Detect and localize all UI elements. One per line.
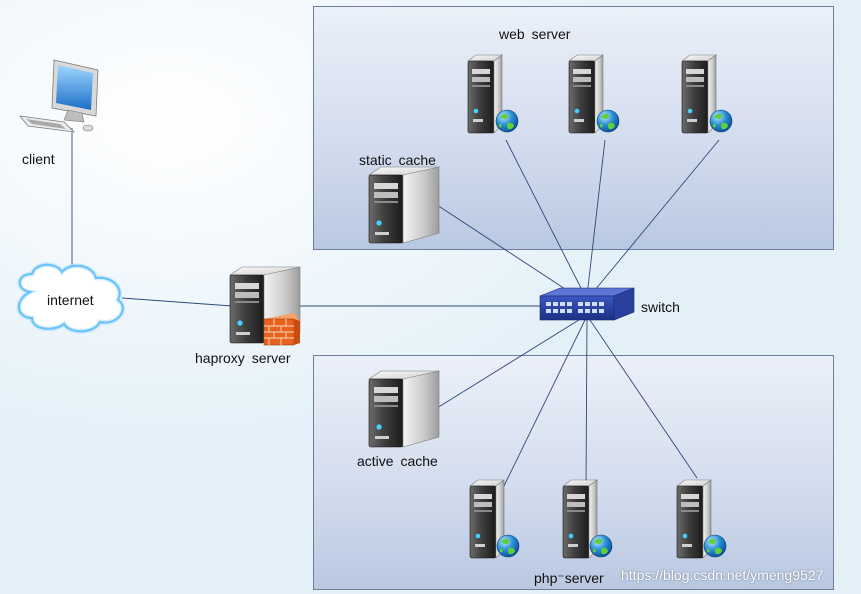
php-server-group-label: php⁻server bbox=[534, 570, 604, 586]
haproxy-server-label: haproxy server bbox=[195, 350, 291, 366]
cloud-icon bbox=[16, 262, 126, 334]
active-cache-server-icon bbox=[368, 370, 440, 448]
switch-label: switch bbox=[641, 299, 680, 315]
php-server-icon bbox=[469, 479, 520, 559]
watermark: https://blog.csdn.net/ymeng9527 bbox=[621, 567, 824, 583]
web-server-icon bbox=[568, 54, 620, 134]
internet-label: internet bbox=[47, 292, 94, 308]
php-server-icon bbox=[676, 479, 727, 559]
static-cache-server-icon bbox=[368, 166, 440, 244]
active-cache-label: active cache bbox=[357, 453, 438, 469]
desktop-computer-icon bbox=[19, 59, 99, 133]
web-server-icon bbox=[467, 54, 519, 134]
web-server-group-label: web server bbox=[499, 26, 571, 42]
web-server-icon bbox=[681, 54, 733, 134]
client-label: client bbox=[22, 151, 55, 167]
network-links bbox=[71, 128, 720, 489]
static-cache-label: static cache bbox=[359, 152, 436, 168]
server-with-firewall-icon bbox=[229, 266, 301, 346]
network-switch-icon bbox=[539, 287, 635, 321]
php-server-icon bbox=[562, 479, 613, 559]
